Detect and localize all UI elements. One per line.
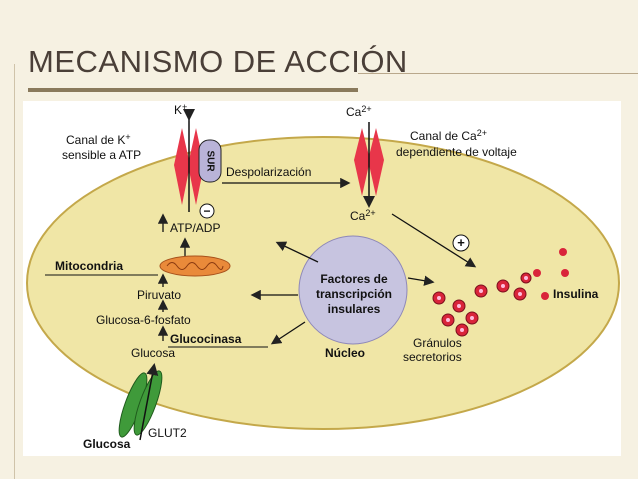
svg-text:+: + (457, 235, 465, 250)
title-rule-right (358, 73, 638, 74)
nucleus-text-line2: transcripción (316, 287, 392, 301)
nucleus-to-granules-arrow (407, 275, 435, 286)
k-channel-label: Canal de K+ (66, 132, 131, 147)
mitochondria-organelle (159, 255, 231, 277)
svg-text:−: − (203, 204, 210, 218)
atp-adp-label: ATP/ADP (170, 221, 220, 235)
ca-channel (354, 122, 384, 208)
sur-receptor: SUR (198, 139, 222, 183)
nucleus-label: Núcleo (325, 346, 365, 360)
ca-channel-label-line2: dependiente de voltaje (396, 145, 517, 159)
glucose6p-label: Glucosa-6-fosfato (96, 313, 191, 327)
insulin-label: Insulina (553, 287, 599, 301)
k-channel-label-line2: sensible a ATP (62, 148, 141, 162)
nucleus-to-membrane-arrow (275, 241, 319, 263)
mitochondria-label: Mitocondria (55, 259, 123, 273)
granules-label-line1: Gránulos (413, 336, 462, 350)
slide-title: MECANISMO DE ACCIÓN (28, 44, 408, 79)
granules-label-line2: secretorios (403, 350, 462, 364)
nucleus-text-line3: insulares (328, 302, 381, 316)
glut2-label: GLUT2 (148, 426, 187, 440)
glut2-transporter (118, 363, 163, 441)
minus-sign-badge: − (199, 203, 215, 219)
secretory-granules (432, 272, 532, 337)
depolarization-label: Despolarización (226, 165, 311, 179)
sur-label: SUR (204, 150, 215, 172)
nucleus-text-line1: Factores de (320, 272, 388, 286)
nucleus: Factores de transcripción insulares (298, 235, 408, 345)
released-insulin-dots (533, 248, 569, 300)
nucleus-to-glucokinase-arrow (270, 321, 306, 345)
title-underline (28, 88, 358, 92)
ca-ion-inside-label: Ca2+ (350, 208, 376, 223)
glucose-inside-label: Glucosa (131, 346, 175, 360)
pyruvate-label: Piruvato (137, 288, 181, 302)
k-ion-label: K+ (174, 102, 187, 117)
slide-side-line (14, 64, 15, 479)
ca-to-granules-arrow (391, 213, 477, 268)
glucose-outside-label: Glucosa (83, 437, 131, 451)
glucokinase-label: Glucocinasa (170, 332, 242, 346)
plus-sign-badge: + (452, 234, 470, 252)
ca-channel-label: Canal de Ca2+ (410, 128, 487, 143)
ca-ion-top-label: Ca2+ (346, 104, 372, 119)
